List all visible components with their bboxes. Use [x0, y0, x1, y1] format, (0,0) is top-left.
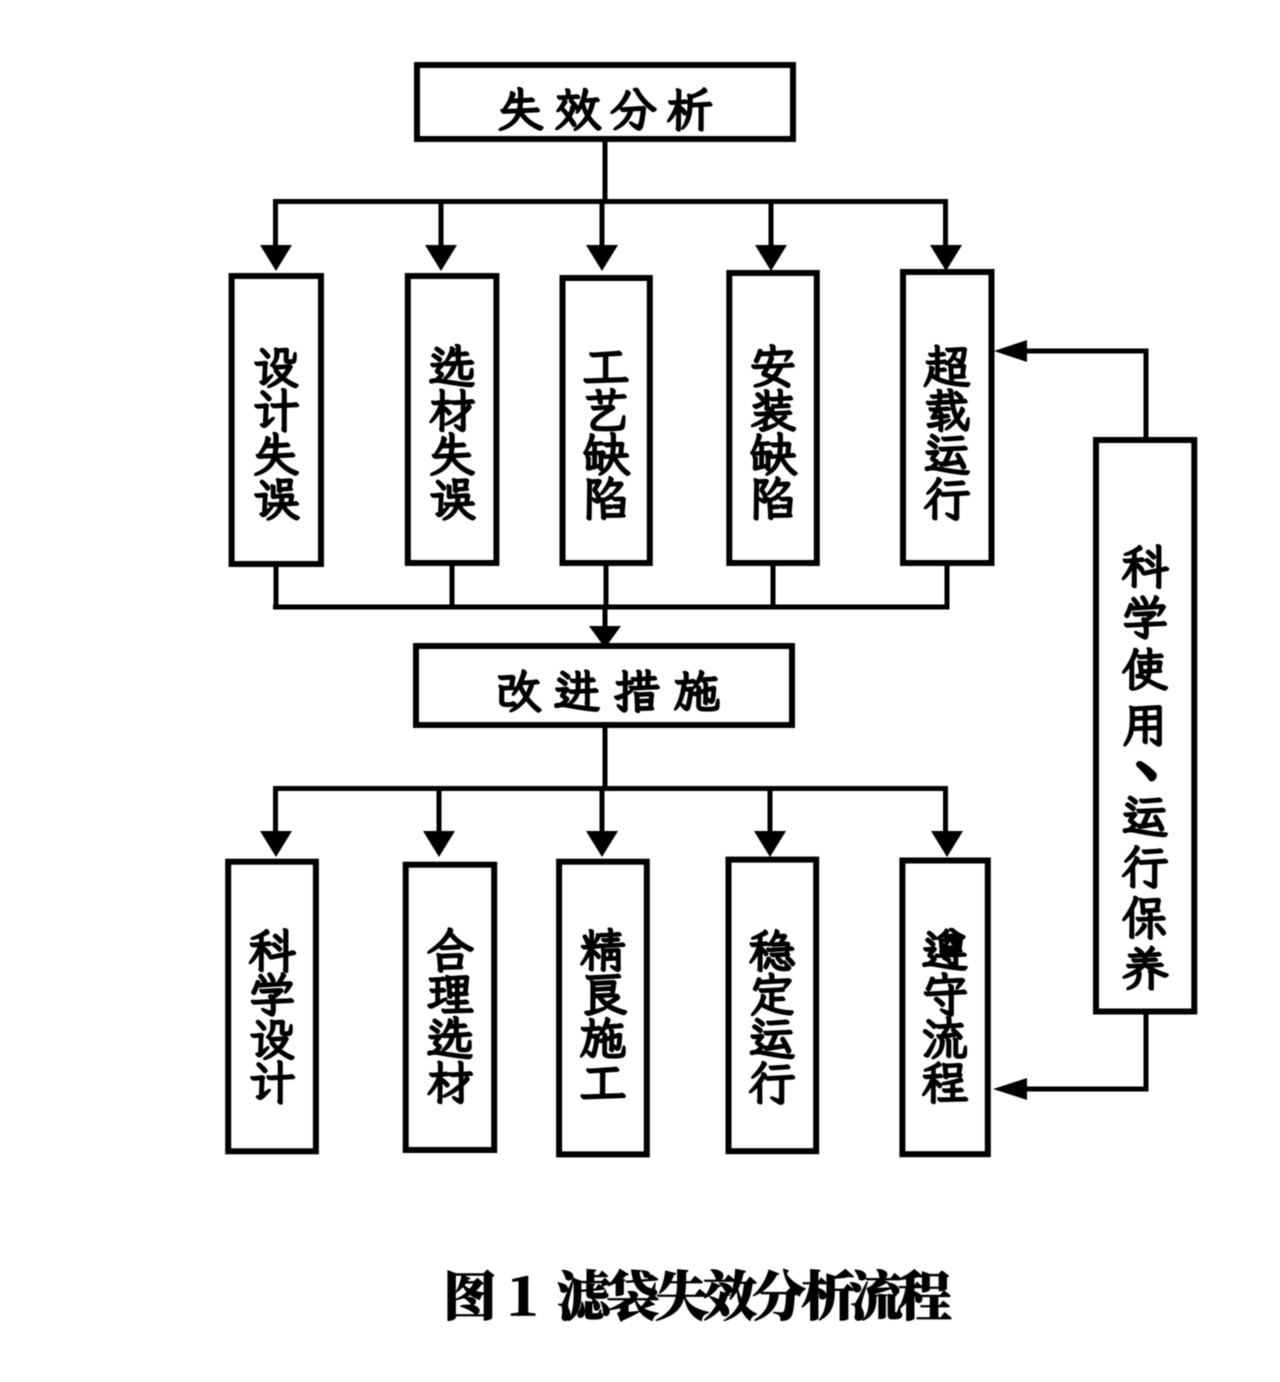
svg-text:使: 使 [1122, 638, 1169, 700]
svg-text:误: 误 [253, 467, 300, 529]
svg-text:措: 措 [614, 660, 661, 722]
svg-text:精: 精 [580, 919, 627, 981]
svg-text:析: 析 [666, 78, 713, 140]
svg-text:行: 行 [1122, 835, 1169, 897]
svg-text:1: 1 [507, 1255, 540, 1332]
svg-text:分: 分 [610, 78, 657, 140]
svg-text:选: 选 [427, 1007, 474, 1069]
svg-text:效: 效 [554, 78, 601, 140]
svg-text:行: 行 [924, 467, 971, 529]
svg-text:缺: 缺 [583, 423, 630, 485]
svg-text:析: 析 [801, 1255, 855, 1332]
svg-text:计: 计 [249, 1051, 296, 1113]
svg-text:袋: 袋 [606, 1255, 660, 1332]
svg-text:误: 误 [429, 467, 476, 529]
svg-text:超: 超 [924, 335, 971, 397]
svg-text:良: 良 [580, 963, 627, 1025]
svg-text:失: 失 [655, 1255, 709, 1332]
svg-text:学: 学 [249, 963, 296, 1025]
svg-text:效: 效 [703, 1255, 757, 1332]
svg-text:科: 科 [1122, 535, 1169, 597]
svg-text:材: 材 [429, 379, 476, 441]
svg-text:用: 用 [1122, 693, 1169, 755]
svg-text:陷: 陷 [583, 467, 630, 529]
svg-text:科: 科 [249, 919, 296, 981]
svg-text:计: 计 [253, 379, 300, 441]
svg-text:艺: 艺 [583, 379, 630, 441]
svg-text:合: 合 [427, 919, 474, 981]
svg-text:设: 设 [249, 1007, 296, 1069]
svg-text:载: 载 [924, 379, 971, 441]
svg-text:行: 行 [749, 1051, 796, 1113]
svg-text:工: 工 [583, 335, 630, 397]
svg-text:图: 图 [443, 1255, 497, 1332]
svg-text:失: 失 [253, 423, 300, 485]
svg-text:流: 流 [922, 1007, 969, 1069]
svg-text:保: 保 [1122, 886, 1169, 948]
svg-text:运: 运 [1122, 785, 1169, 847]
svg-text:理: 理 [427, 963, 474, 1025]
svg-text:养: 养 [1122, 937, 1169, 999]
svg-text:安: 安 [750, 335, 797, 397]
svg-text:分: 分 [752, 1255, 806, 1332]
svg-text:进: 进 [554, 660, 601, 722]
svg-text:程: 程 [922, 1051, 969, 1113]
svg-text:学: 学 [1122, 586, 1169, 648]
svg-text:陷: 陷 [750, 467, 797, 529]
svg-text:设: 设 [253, 335, 300, 397]
svg-text:滤: 滤 [557, 1255, 611, 1332]
svg-text:稳: 稳 [749, 919, 796, 981]
svg-text:施: 施 [674, 660, 721, 722]
svg-text:运: 运 [924, 423, 971, 485]
svg-text:改: 改 [495, 660, 542, 722]
svg-text:选: 选 [429, 335, 476, 397]
svg-text:失: 失 [497, 78, 544, 140]
svg-text:缺: 缺 [750, 423, 797, 485]
svg-text:守: 守 [922, 963, 969, 1025]
svg-text:装: 装 [750, 379, 797, 441]
svg-text:定: 定 [749, 963, 796, 1025]
svg-text:遵: 遵 [922, 919, 969, 981]
svg-text:工: 工 [580, 1051, 627, 1113]
svg-text:运: 运 [749, 1007, 796, 1069]
svg-text:流: 流 [849, 1255, 903, 1332]
svg-text:、: 、 [1106, 717, 1188, 825]
svg-text:施: 施 [580, 1007, 627, 1069]
svg-text:材: 材 [427, 1051, 474, 1113]
svg-text:失: 失 [429, 423, 476, 485]
svg-text:程: 程 [898, 1255, 952, 1332]
